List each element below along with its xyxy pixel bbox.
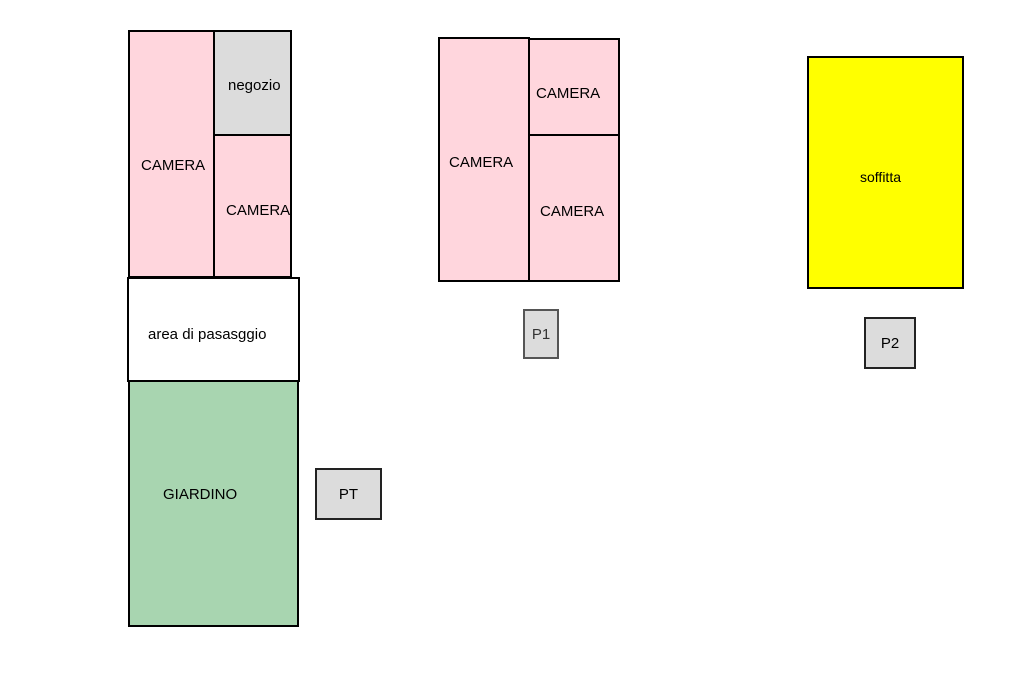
p1-camera-top-label: CAMERA: [536, 85, 601, 102]
p1-camera-left-room: [438, 37, 530, 282]
pt-passaggio-label: area di pasasggio: [148, 326, 267, 343]
p2-floor-tag: P2: [864, 317, 916, 369]
pt-camera-left-room: [128, 30, 215, 278]
p1-floor-tag: P1: [523, 309, 559, 359]
p2-soffitta-label: soffitta: [860, 169, 901, 185]
pt-negozio-label: negozio: [228, 77, 281, 94]
pt-camera-left-label: CAMERA: [141, 157, 206, 174]
pt-camera-right-room: [213, 134, 292, 278]
p2-soffitta-room: [807, 56, 964, 289]
pt-camera-right-label: CAMERA: [226, 202, 291, 219]
p1-camera-left-label: CAMERA: [449, 154, 514, 171]
p1-camera-bottom-room: [528, 134, 620, 282]
p1-camera-bottom-label: CAMERA: [540, 203, 605, 220]
pt-floor-tag: PT: [315, 468, 382, 520]
pt-giardino-label: GIARDINO: [163, 486, 238, 503]
pt-giardino-area: [128, 380, 299, 627]
